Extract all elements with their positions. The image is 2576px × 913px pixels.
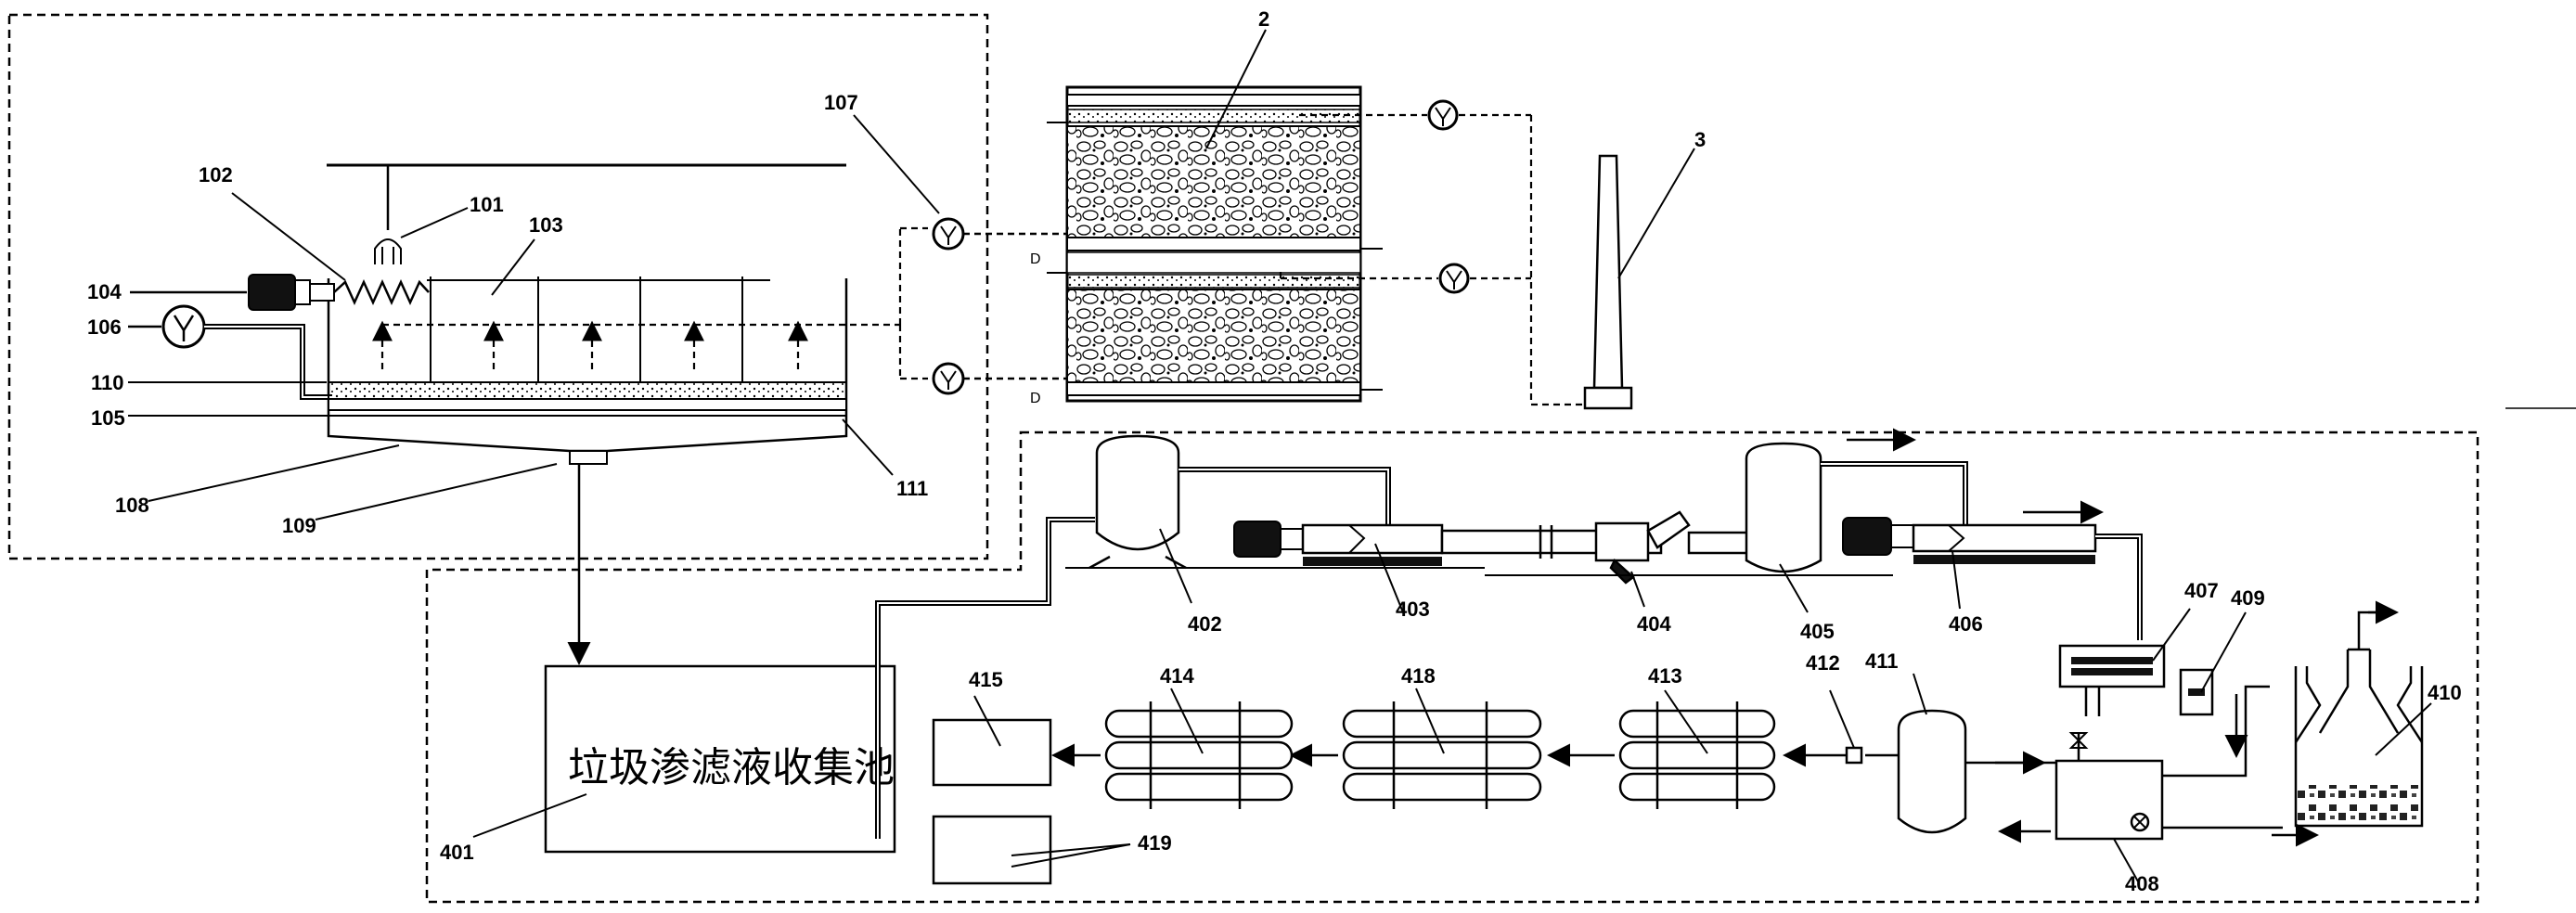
leader-2 <box>1205 29 1267 149</box>
collection-pool-title: 垃圾渗滤液收集池 <box>568 744 895 791</box>
tank-405 <box>1745 442 1823 573</box>
pipe-406-407 <box>2095 534 2143 640</box>
label-419: 419 <box>1138 831 1172 855</box>
plate-105 <box>328 398 847 411</box>
fan-upper <box>1427 99 1459 131</box>
hopper-bottom <box>327 416 848 453</box>
module-414 <box>1104 701 1294 809</box>
label-2: 2 <box>1258 7 1269 31</box>
label-108: 108 <box>115 494 149 517</box>
module-413 <box>1618 701 1776 809</box>
tank-411 <box>1897 709 1967 834</box>
module-418 <box>1342 701 1542 809</box>
svg-text:D: D <box>1030 251 1041 267</box>
pipe-405-406 <box>1821 461 1968 525</box>
pump-107-upper <box>932 217 965 251</box>
label-109: 109 <box>282 514 316 537</box>
pump-107-lower <box>932 362 965 395</box>
spring-102 <box>333 278 430 306</box>
svg-text:D: D <box>1030 391 1041 406</box>
label-404: 404 <box>1637 612 1671 636</box>
label-111: 111 <box>896 477 928 500</box>
pump-406 <box>1842 517 2097 564</box>
label-102: 102 <box>199 163 233 186</box>
leader-lines-1 <box>148 192 894 521</box>
label-101: 101 <box>470 193 504 216</box>
exhaust-lines <box>1279 113 1587 406</box>
label-110: 110 <box>91 371 124 394</box>
fan-lower <box>1438 263 1470 294</box>
label-408: 408 <box>2125 872 2159 895</box>
collection-pool-401 <box>544 664 896 854</box>
label-401: 401 <box>440 841 474 864</box>
exchanger-407 <box>2058 644 2166 716</box>
label-405: 405 <box>1800 620 1835 643</box>
label-406: 406 <box>1949 612 1983 636</box>
label-106: 106 <box>87 315 122 339</box>
biofilter-2: D D <box>1030 85 1383 406</box>
label-418: 418 <box>1401 664 1436 688</box>
flow-arrows <box>372 226 928 380</box>
label-402: 402 <box>1188 612 1222 636</box>
tank-402 <box>1088 434 1187 570</box>
label-411: 411 <box>1865 649 1899 673</box>
label-413: 413 <box>1648 664 1682 688</box>
label-3: 3 <box>1694 128 1706 151</box>
label-409: 409 <box>2231 586 2265 610</box>
region-1-border <box>7 13 989 560</box>
region-4-border <box>425 431 2479 904</box>
label-415: 415 <box>969 668 1003 691</box>
stack-3 <box>1583 154 1633 410</box>
label-414: 414 <box>1160 664 1194 688</box>
pipe-402-403 <box>1179 467 1391 531</box>
label-107: 107 <box>824 91 858 114</box>
filter-404 <box>1594 510 1691 585</box>
valve-412 <box>1845 746 1863 765</box>
label-412: 412 <box>1806 651 1840 675</box>
sprayer-nozzle <box>374 238 402 264</box>
label-103: 103 <box>529 213 563 237</box>
pump-403 <box>1233 521 1444 566</box>
label-105: 105 <box>91 406 125 430</box>
air-pipe-106 <box>204 324 332 400</box>
label-410: 410 <box>2428 681 2462 704</box>
baffles <box>430 276 743 382</box>
box-419 <box>932 815 1052 885</box>
label-407: 407 <box>2184 579 2219 602</box>
motor-104 <box>248 274 335 311</box>
label-104: 104 <box>87 280 122 303</box>
crystal-bed <box>2298 785 2420 824</box>
label-403: 403 <box>1396 598 1430 621</box>
distributor-110 <box>328 381 847 400</box>
